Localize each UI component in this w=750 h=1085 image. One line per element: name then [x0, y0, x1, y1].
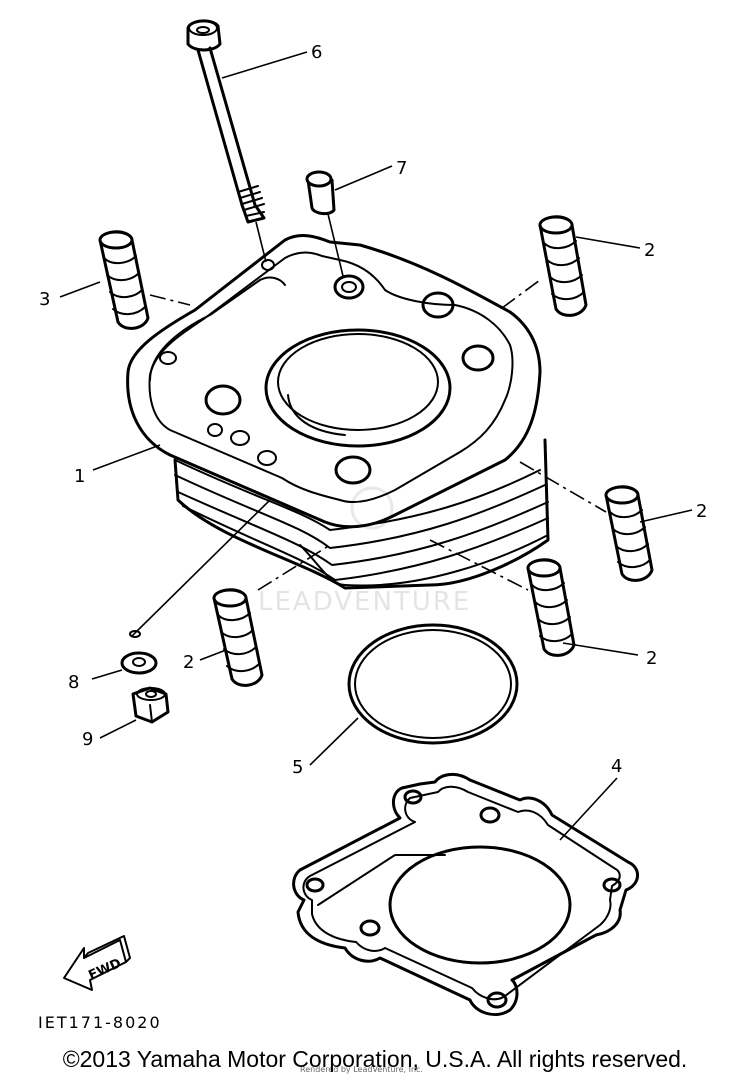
- washer: [120, 499, 271, 675]
- callouts: 6 7 3 2 1 2 2 2 8 9 5 4: [39, 42, 707, 778]
- cylinder: [126, 234, 550, 590]
- callout-7: 7: [396, 158, 407, 179]
- bolt: [186, 19, 267, 263]
- stud-bolt-3: [98, 230, 191, 330]
- stud-bolt-2b: [519, 461, 654, 582]
- dowel-pin: [305, 170, 344, 277]
- watermark: LEADVENTURE: [258, 486, 471, 617]
- callout-2d: 2: [183, 652, 194, 673]
- nut: [131, 686, 170, 724]
- fwd-label: FWD: [86, 956, 123, 984]
- stud-bolt-2d: [212, 544, 331, 687]
- watermark-text: LEADVENTURE: [258, 587, 471, 617]
- callout-1: 1: [74, 466, 85, 487]
- callout-4: 4: [611, 756, 622, 777]
- diagram-code: IET171-8020: [38, 1013, 162, 1032]
- copyright-notice: ©2013 Yamaha Motor Corporation, U.S.A. A…: [62, 1046, 688, 1072]
- callout-9: 9: [82, 729, 93, 750]
- callout-8: 8: [68, 672, 79, 693]
- callout-3: 3: [39, 289, 50, 310]
- callout-5: 5: [292, 757, 303, 778]
- render-credit: Rendered by LeadVenture, Inc.: [300, 1065, 423, 1074]
- callout-2c: 2: [646, 648, 657, 669]
- callout-2a: 2: [644, 240, 655, 261]
- fwd-arrow: FWD: [63, 935, 131, 991]
- cylinder-gasket: [292, 772, 639, 1016]
- stud-bolt-2a: [501, 215, 588, 317]
- o-ring: [347, 623, 519, 745]
- callout-2b: 2: [696, 501, 707, 522]
- callout-6: 6: [311, 42, 322, 63]
- leader-lines: [59, 51, 693, 841]
